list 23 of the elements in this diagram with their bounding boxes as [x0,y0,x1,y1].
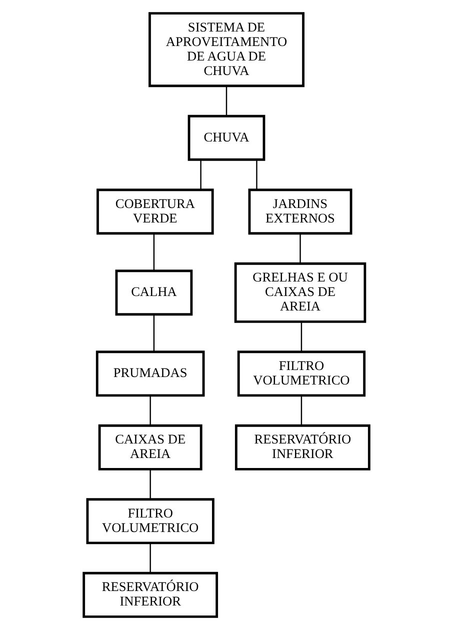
connector [256,160,258,190]
node-box: JARDINS EXTERNOS [248,188,352,235]
connector [300,396,302,426]
node-box: CAIXAS DE AREIA [98,424,202,470]
connector [300,322,302,352]
connector [153,314,155,352]
node-box: COBERTURA VERDE [96,188,214,235]
connector [226,86,228,116]
node-box: SISTEMA DE APROVEITAMENTO DE AGUA DE CHUVA [148,12,304,88]
connector [150,396,151,426]
node-box: GRELHAS E OU CAIXAS DE AREIA [234,262,366,323]
node-box: FILTRO VOLUMETRICO [237,350,366,397]
node-box: CALHA [115,270,193,316]
node-box: FILTRO VOLUMETRICO [86,498,214,544]
node-box: RESERVATÓRIO INFERIOR [82,572,218,618]
node-box: CHUVA [188,114,266,161]
connector [150,543,151,573]
connector [200,160,202,190]
connector [300,234,301,264]
connector [153,234,155,271]
connector [150,470,151,500]
node-box: PRUMADAS [96,350,205,397]
node-box: RESERVATÓRIO INFERIOR [234,424,370,470]
